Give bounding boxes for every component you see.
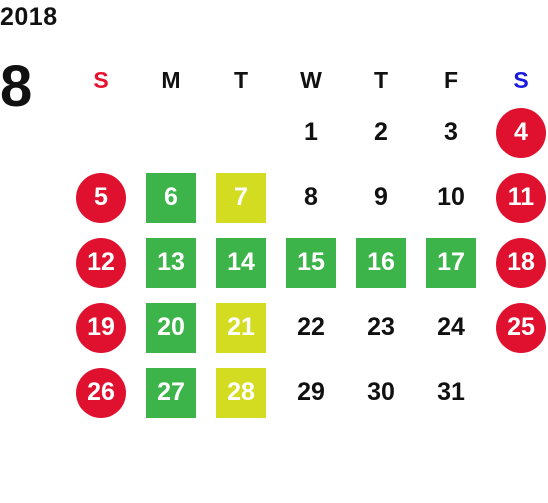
- day-number: 22: [297, 313, 325, 341]
- day-cell: 22: [276, 295, 346, 360]
- green-marked-day-number: 17: [426, 237, 476, 288]
- green-marked-day-number: 15: [286, 237, 336, 288]
- day-number: 3: [444, 118, 458, 146]
- weekday-header-thursday: T: [373, 66, 389, 93]
- empty-day-cell: [206, 100, 276, 165]
- green-marked-day-number: 20: [146, 302, 196, 353]
- day-cell: 21: [206, 295, 276, 360]
- holiday-day-number: 26: [76, 367, 126, 418]
- green-marked-day-number: 13: [146, 237, 196, 288]
- day-cell: 17: [416, 230, 486, 295]
- day-cell: 5: [66, 165, 136, 230]
- day-number: 24: [437, 313, 465, 341]
- holiday-day-number: 19: [76, 302, 126, 353]
- day-number: 1: [304, 118, 318, 146]
- day-number: 9: [374, 183, 388, 211]
- day-cell: 19: [66, 295, 136, 360]
- day-cell: 23: [346, 295, 416, 360]
- day-number: 30: [367, 378, 395, 406]
- weekday-header-sunday: S: [93, 66, 109, 93]
- green-marked-day-number: 27: [146, 367, 196, 418]
- day-cell: 30: [346, 360, 416, 425]
- day-cell: 27: [136, 360, 206, 425]
- holiday-day-number: 5: [76, 172, 126, 223]
- day-cell: 25: [486, 295, 548, 360]
- lime-marked-day-number: 21: [216, 302, 266, 353]
- day-cell: 12: [66, 230, 136, 295]
- day-cell: 8: [276, 165, 346, 230]
- empty-day-cell: [486, 360, 548, 425]
- weekday-header-wednesday: W: [300, 66, 322, 93]
- day-cell: 15: [276, 230, 346, 295]
- day-cell: 9: [346, 165, 416, 230]
- lime-marked-day-number: 7: [216, 172, 266, 223]
- holiday-day-number: 18: [496, 237, 546, 288]
- day-cell: 3: [416, 100, 486, 165]
- day-cell: 31: [416, 360, 486, 425]
- year-label: 2018: [0, 3, 58, 31]
- day-cell: 11: [486, 165, 548, 230]
- day-cell: 1: [276, 100, 346, 165]
- day-number: 8: [304, 183, 318, 211]
- day-cell: 13: [136, 230, 206, 295]
- day-cell: 18: [486, 230, 548, 295]
- month-number: 8: [0, 54, 33, 119]
- weekday-header-tuesday: T: [233, 66, 249, 93]
- day-cell: 20: [136, 295, 206, 360]
- day-cell: 2: [346, 100, 416, 165]
- day-cell: 28: [206, 360, 276, 425]
- lime-marked-day-number: 28: [216, 367, 266, 418]
- holiday-day-number: 11: [496, 172, 546, 223]
- day-cell: 4: [486, 100, 548, 165]
- day-number: 31: [437, 378, 465, 406]
- weekday-header-saturday: S: [513, 66, 529, 93]
- holiday-day-number: 4: [496, 107, 546, 158]
- day-cell: 10: [416, 165, 486, 230]
- day-cell: 24: [416, 295, 486, 360]
- day-number: 10: [437, 183, 465, 211]
- weekday-header-monday: M: [161, 66, 181, 93]
- day-cell: 29: [276, 360, 346, 425]
- day-number: 23: [367, 313, 395, 341]
- holiday-day-number: 25: [496, 302, 546, 353]
- green-marked-day-number: 6: [146, 172, 196, 223]
- day-cell: 16: [346, 230, 416, 295]
- empty-day-cell: [66, 100, 136, 165]
- day-number: 29: [297, 378, 325, 406]
- day-cell: 6: [136, 165, 206, 230]
- empty-day-cell: [136, 100, 206, 165]
- day-cell: 14: [206, 230, 276, 295]
- weekday-header-friday: F: [443, 66, 459, 93]
- green-marked-day-number: 14: [216, 237, 266, 288]
- day-cell: 7: [206, 165, 276, 230]
- holiday-day-number: 12: [76, 237, 126, 288]
- green-marked-day-number: 16: [356, 237, 406, 288]
- day-number: 2: [374, 118, 388, 146]
- day-cell: 26: [66, 360, 136, 425]
